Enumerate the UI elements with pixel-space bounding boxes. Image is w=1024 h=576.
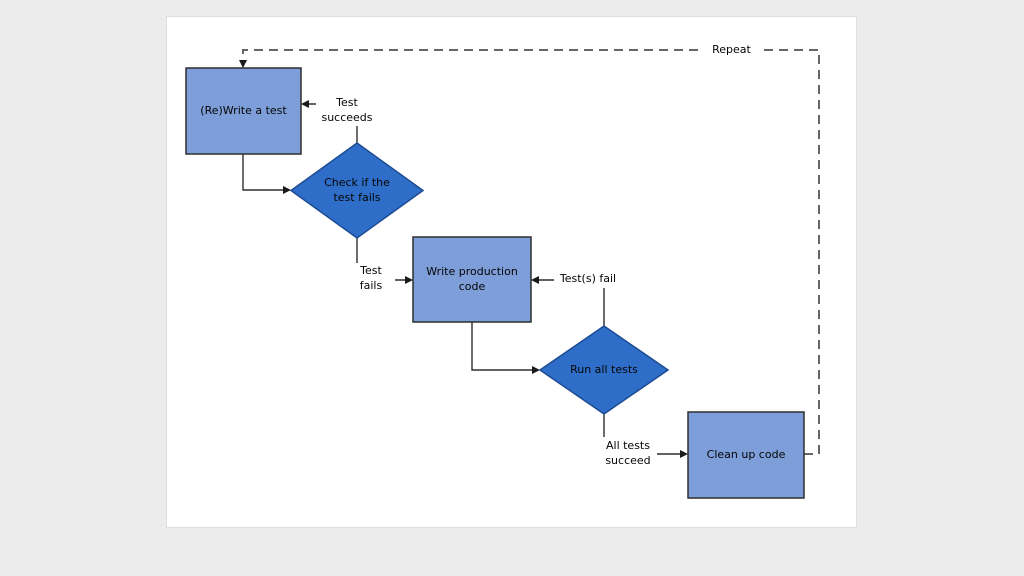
node-rewrite-test-label: (Re)Write a test (200, 103, 287, 117)
node-rewrite-test-shape (185, 67, 302, 155)
flowchart-drawing (185, 49, 820, 499)
node-check-fail-label: Check if the test fails (324, 175, 390, 204)
arrowhead-to-cleanup-icon (680, 450, 688, 458)
node-run-tests-shape (538, 325, 670, 415)
node-clean-up-shape (687, 411, 805, 499)
arrowhead-to-writecode-icon (405, 276, 413, 284)
edge-label-test-fails: Test fails (347, 263, 395, 294)
node-run-tests-label: Run all tests (570, 362, 638, 376)
arrowhead-to-rewrite-icon (301, 100, 309, 108)
node-write-code-label: Write production code (426, 264, 518, 293)
edge-repeat-dashed-line (242, 49, 820, 455)
node-write-code-shape (412, 236, 532, 323)
arrowhead-to-runtests-icon (532, 366, 540, 374)
arrowhead-to-writecode2-icon (531, 276, 539, 284)
arrowhead-to-check-icon (283, 186, 291, 194)
edge-writecode-to-run-line (471, 322, 533, 371)
edge-label-repeat: Repeat (703, 43, 760, 58)
node-clean-up-label: Clean up code (706, 447, 786, 461)
edge-rewrite-to-check-line (242, 154, 284, 191)
arrowhead-repeat-down-icon (239, 60, 247, 68)
edge-label-tests-fail: Test(s) fail (554, 271, 622, 288)
edge-label-all-tests-succeed: All tests succeed (599, 437, 657, 470)
edge-label-test-succeeds: Test succeeds (316, 95, 378, 126)
node-check-fail-shape (289, 142, 425, 239)
flowchart-canvas: (Re)Write a test Check if the test fails… (166, 16, 857, 528)
